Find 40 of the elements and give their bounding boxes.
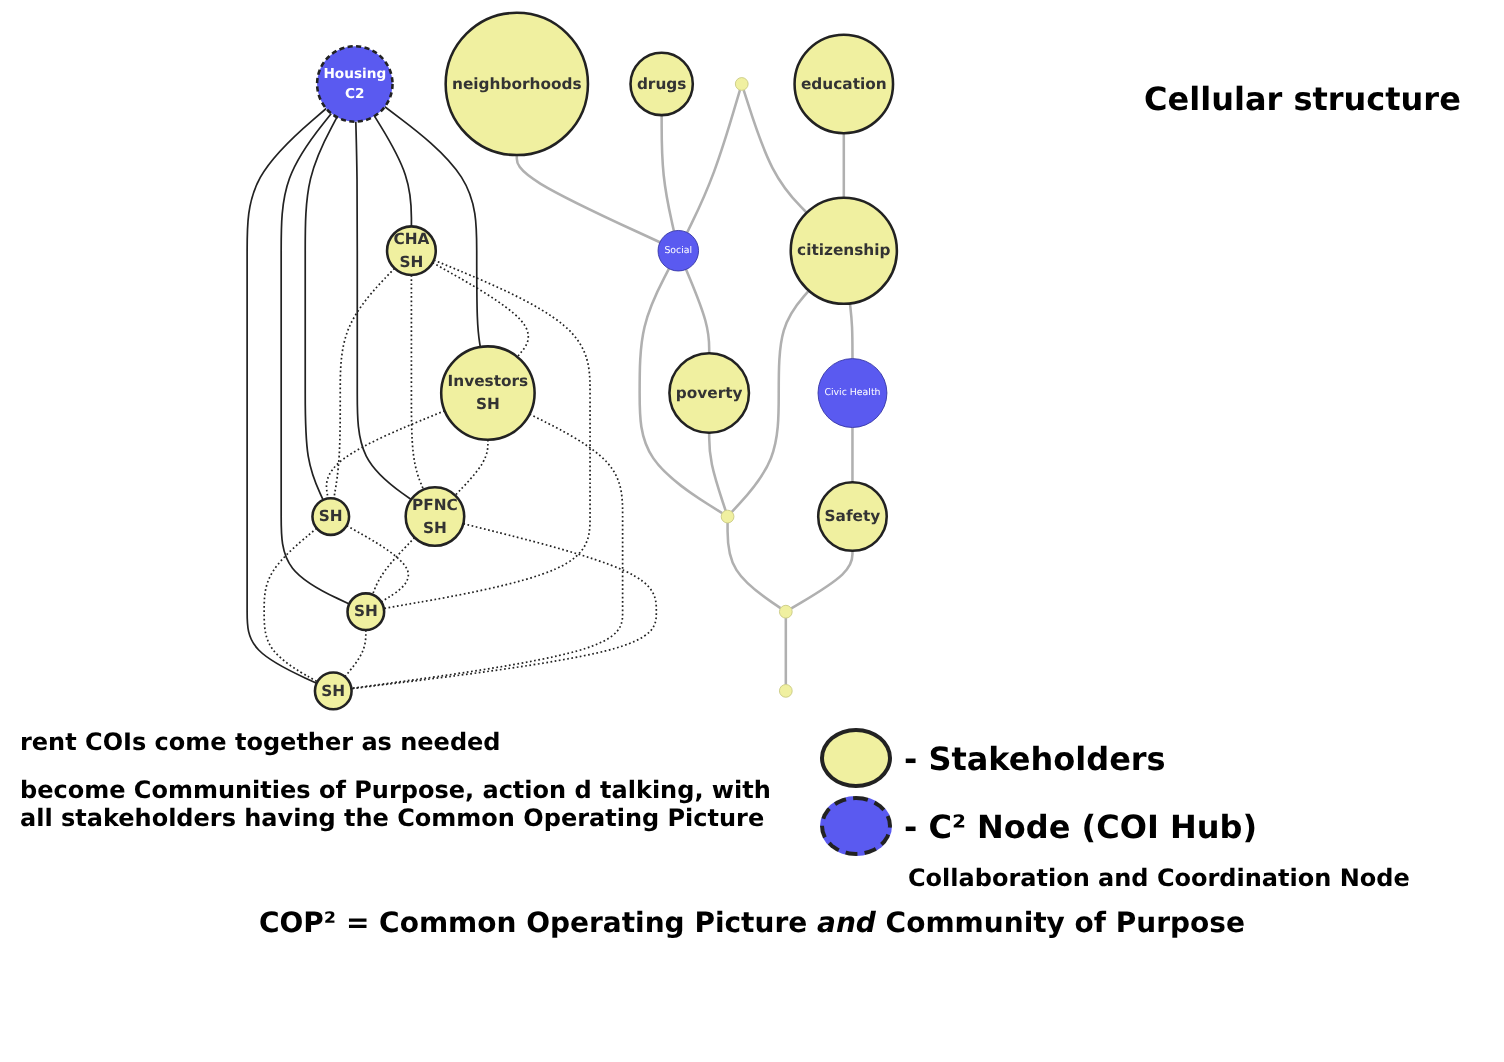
connector [373, 114, 413, 227]
caption: COP² = Common Operating Picture and Community of Purpose [259, 908, 1245, 940]
connector [431, 260, 530, 357]
connector [515, 154, 661, 243]
section-heading: Cellular structure [1144, 80, 1463, 118]
connector [686, 88, 742, 233]
connector [345, 523, 410, 602]
note-text: rent COIs come together as needed [20, 728, 503, 756]
connector [263, 526, 319, 682]
connector [848, 302, 854, 358]
connector [344, 628, 367, 677]
connector [742, 88, 808, 213]
legend-text: - C² Node (COI Hub) [904, 807, 1258, 845]
connector [304, 115, 338, 500]
connector [842, 132, 846, 197]
connector [851, 426, 854, 482]
connector [354, 119, 412, 500]
connector [325, 408, 446, 499]
legend-note: Collaboration and Coordination Node [908, 864, 1410, 892]
connector [410, 273, 425, 490]
note-text: become Communities of Purpose, action d talking, with all stakeholders having the Common Operating Picture [20, 776, 773, 832]
connector [383, 258, 591, 609]
connector [790, 549, 854, 609]
connector [371, 535, 416, 595]
connector [684, 267, 711, 353]
node-circle [720, 508, 735, 523]
connector [638, 267, 723, 514]
connector [660, 114, 676, 231]
connector [246, 106, 328, 684]
connector [726, 521, 782, 609]
connector [350, 412, 624, 689]
connector [350, 521, 658, 689]
node-circle [734, 76, 749, 90]
connector [730, 288, 810, 512]
connector [333, 266, 396, 499]
node-circle [779, 603, 793, 618]
legend-text: - Stakeholders [904, 739, 1166, 777]
connector [707, 431, 727, 510]
connector [784, 617, 788, 684]
node-circle [779, 683, 793, 697]
